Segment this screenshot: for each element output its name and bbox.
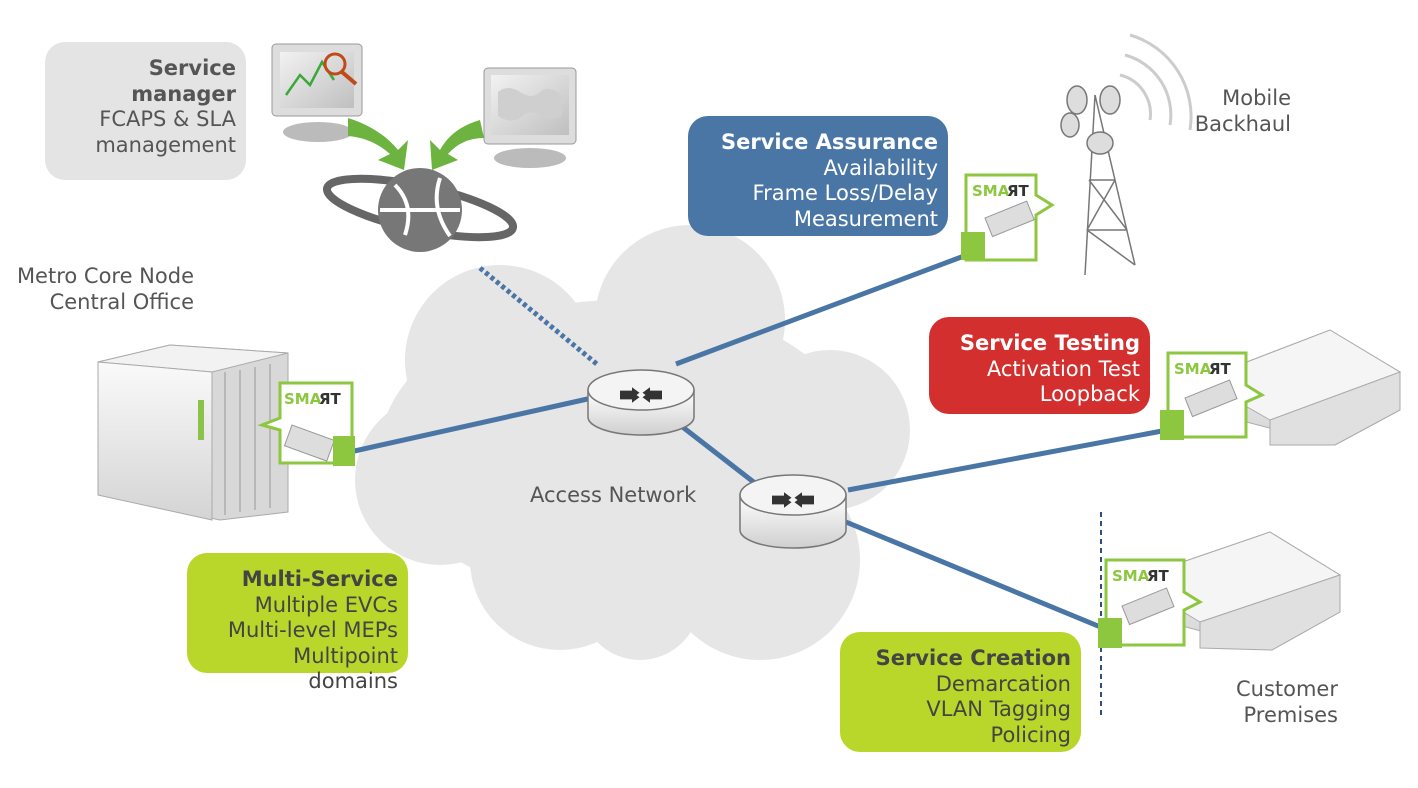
link-router-to-testing-device: [847, 425, 1179, 493]
smartx-callout-testing: SMA ЯT: [1160, 351, 1266, 440]
svg-text:ЯT: ЯT: [1209, 360, 1232, 378]
metro-core-label-line-1: Metro Core Node: [16, 264, 194, 288]
router-icon-2: [739, 474, 847, 549]
monitor-map-icon: [483, 67, 577, 168]
svg-text:ЯT: ЯT: [1007, 182, 1030, 200]
router-icon-1: [587, 369, 695, 436]
mobile-backhaul-label-line-1: Mobile: [1222, 86, 1291, 110]
multi-service-title: Multi-Service: [241, 567, 398, 591]
metro-core-chassis-icon: [97, 344, 289, 521]
network-planet-icon: [322, 168, 518, 252]
access-network-label: Access Network: [530, 483, 697, 507]
service-assurance-line-1: Availability: [823, 155, 938, 180]
mobile-backhaul-label: Mobile Backhaul: [1180, 85, 1291, 137]
metro-core-label-line-2: Central Office: [49, 290, 194, 314]
network-links: [349, 247, 1179, 636]
service-creation-line-3: Policing: [990, 722, 1071, 747]
monitor-chart-icon: [271, 43, 363, 142]
link-core-to-router: [349, 395, 593, 455]
service-assurance-title: Service Assurance: [721, 130, 938, 154]
service-manager-title-2: manager: [131, 81, 236, 106]
access-network-cloud: [355, 225, 910, 660]
service-creation-title: Service Creation: [875, 646, 1071, 670]
service-assurance-line-2: Frame Loss/Delay: [752, 181, 938, 205]
link-router-to-customer: [845, 519, 1116, 636]
customer-premises-label-line-1: Customer: [1235, 677, 1338, 701]
testing-customer-device-icon: [1198, 329, 1402, 446]
customer-premises-label-line-2: Premises: [1243, 703, 1338, 727]
multi-service-line-3: Multipoint domains: [293, 643, 398, 694]
multi-service-box: Multi-Service Multiple EVCs Multi-level …: [187, 553, 408, 693]
smartx-callout-metro: SMA ЯT: [257, 381, 355, 466]
multi-service-line-2: Multi-level MEPs: [227, 618, 398, 642]
service-creation-line-1: Demarcation: [935, 671, 1071, 696]
svg-text:SMA: SMA: [972, 182, 1010, 200]
customer-premises-label: Customer Premises: [1220, 676, 1338, 728]
service-testing-line-2: Loopback: [1039, 382, 1140, 406]
service-creation-line-2: VLAN Tagging: [926, 697, 1071, 721]
service-creation-box: Service Creation Demarcation VLAN Taggin…: [840, 632, 1081, 752]
svg-text:SMA: SMA: [1112, 567, 1150, 585]
green-arrows-icon: [348, 118, 484, 170]
svg-text:SMA: SMA: [1174, 360, 1212, 378]
link-router-to-router: [678, 423, 762, 489]
mobile-backhaul-label-line-2: Backhaul: [1194, 112, 1291, 136]
management-link-dotted: [478, 266, 600, 367]
svg-text:ЯT: ЯT: [319, 390, 342, 408]
service-testing-box: Service Testing Activation Test Loopback: [929, 317, 1150, 414]
service-manager-line-2: management: [95, 132, 236, 157]
service-manager-box: Service manager FCAPS & SLA management: [45, 42, 246, 180]
metro-core-label: Metro Core Node Central Office: [0, 263, 194, 315]
service-manager-title-1: Service: [148, 56, 236, 80]
service-assurance-line-3: Measurement: [793, 206, 938, 231]
cell-tower-icon: [1060, 33, 1193, 276]
link-router-to-mobile: [675, 247, 981, 367]
service-assurance-box: Service Assurance Availability Frame Los…: [688, 116, 948, 236]
service-testing-title: Service Testing: [959, 331, 1140, 355]
smartx-callout-mobile: SMA ЯT: [961, 173, 1055, 262]
service-manager-line-1: FCAPS & SLA: [99, 107, 236, 131]
multi-service-line-1: Multiple EVCs: [254, 592, 398, 617]
smartx-callout-customer: SMA ЯT: [1098, 558, 1204, 648]
svg-text:SMA: SMA: [284, 390, 322, 408]
service-testing-line-1: Activation Test: [986, 356, 1140, 381]
svg-text:ЯT: ЯT: [1147, 567, 1170, 585]
